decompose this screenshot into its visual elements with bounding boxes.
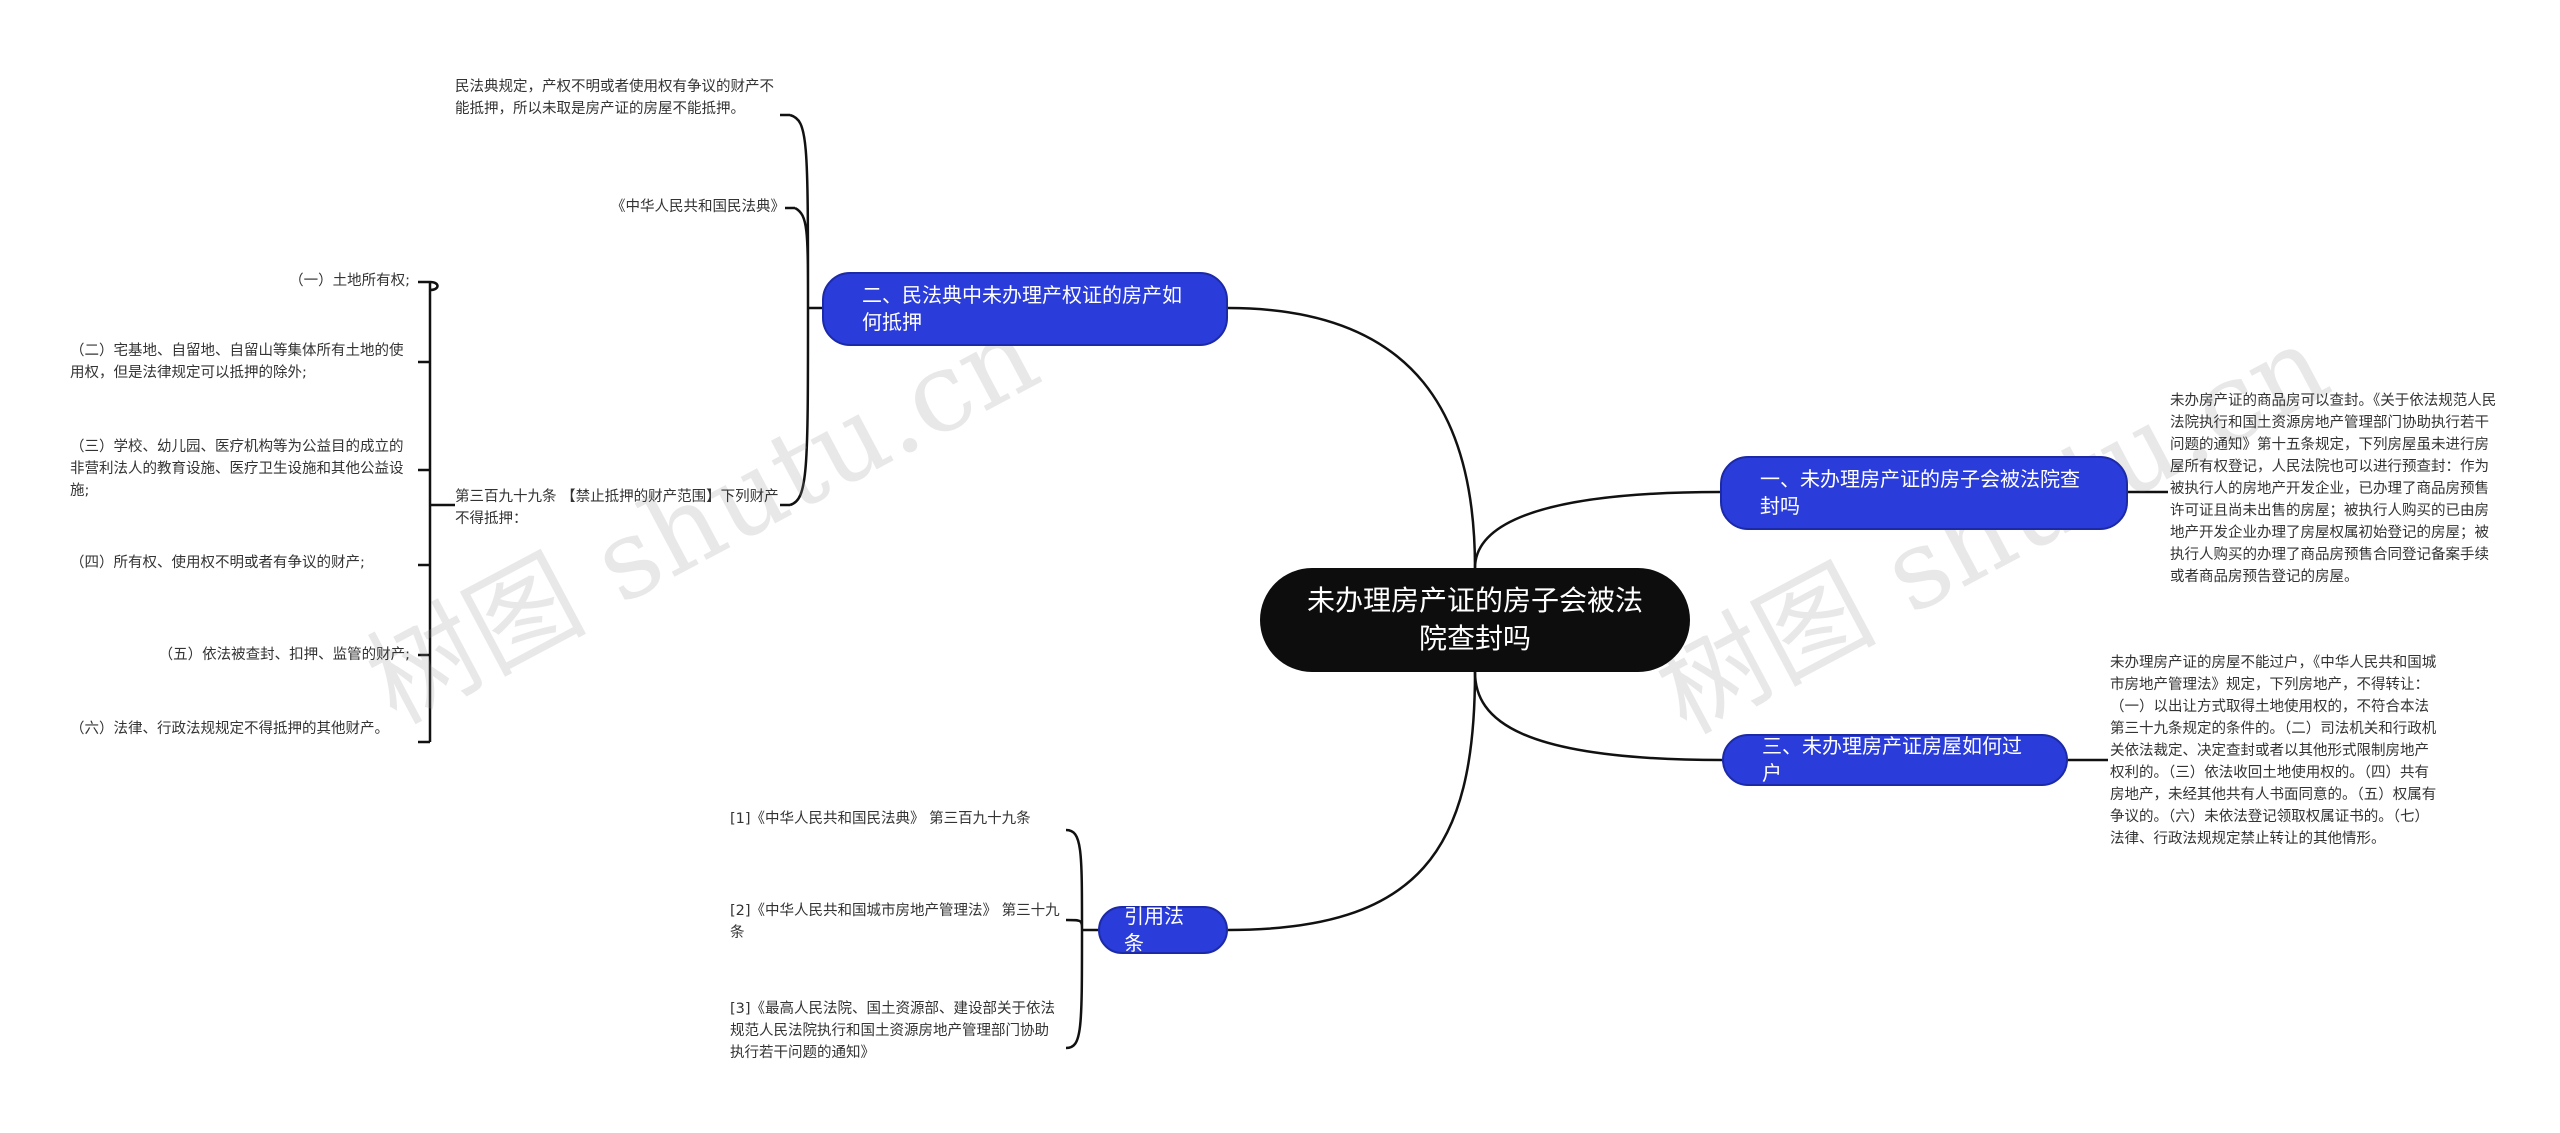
subitem-5: （五）依法被查封、扣押、监管的财产;: [158, 647, 410, 663]
connector-subitems-bracket: [418, 280, 455, 744]
branch-references[interactable]: 引用法条: [1098, 904, 1228, 955]
root-title: 未办理房产证的房子会被法院查封吗: [1306, 584, 1643, 655]
branch-mortgage[interactable]: 二、民法典中未办理产权证的房产如何抵押: [822, 272, 1228, 346]
reference-2: [2]《中华人民共和国城市房地产管理法》 第三十九条: [730, 903, 1060, 941]
mortgage-item-civil-code: 《中华人民共和国民法典》: [611, 199, 785, 215]
subitem-1: （一）土地所有权;: [289, 273, 410, 289]
branch-mortgage-label: 二、民法典中未办理产权证的房产如何抵押: [862, 283, 1182, 334]
root-node[interactable]: 未办理房产证的房子会被法院查封吗: [1260, 568, 1690, 672]
mortgage-item-article-399: 第三百九十九条 【禁止抵押的财产范围】下列财产不得抵押：: [455, 489, 779, 527]
branch-seizure[interactable]: 一、未办理房产证的房子会被法院查封吗: [1720, 456, 2128, 530]
connector-refs-bracket: [1065, 828, 1098, 1050]
transfer-detail: 未办理房产证的房屋不能过户，《中华人民共和国城市房地产管理法》规定，下列房地产，…: [2110, 655, 2437, 847]
reference-3: [3]《最高人民法院、国土资源部、建设部关于依法规范人民法院执行和国土资源房地产…: [730, 1001, 1056, 1061]
subitem-3: （三）学校、幼儿园、医疗机构等为公益目的成立的非营利法人的教育设施、医疗卫生设施…: [70, 439, 404, 499]
connector-root-b1: [1473, 490, 1721, 569]
branch-references-label: 引用法条: [1124, 904, 1184, 955]
subitem-4: （四）所有权、使用权不明或者有争议的财产;: [70, 555, 365, 571]
subitem-6: （六）法律、行政法规规定不得抵押的其他财产。: [70, 721, 389, 737]
branch-transfer-label: 三、未办理房产证房屋如何过户: [1762, 734, 2022, 785]
connector-root-b3: [1473, 671, 1723, 762]
subitem-2: （二）宅基地、自留地、自留山等集体所有土地的使用权，但是法律规定可以抵押的除外;: [70, 343, 404, 381]
mortgage-item-civil-code-rule: 民法典规定，产权不明或者使用权有争议的财产不能抵押，所以未取是房产证的房屋不能抵…: [455, 79, 774, 117]
reference-1: [1]《中华人民共和国民法典》 第三百九十九条: [730, 811, 1031, 827]
connector-root-b4: [1227, 671, 1477, 932]
branch-transfer[interactable]: 三、未办理房产证房屋如何过户: [1722, 734, 2068, 786]
connector-b2-bracket: [789, 113, 822, 507]
seizure-detail: 未办房产证的商品房可以查封。《关于依法规范人民法院执行和国土资源房地产管理部门协…: [2170, 393, 2497, 585]
connector-root-b2: [1227, 306, 1477, 569]
branch-seizure-label: 一、未办理房产证的房子会被法院查封吗: [1760, 467, 2080, 518]
